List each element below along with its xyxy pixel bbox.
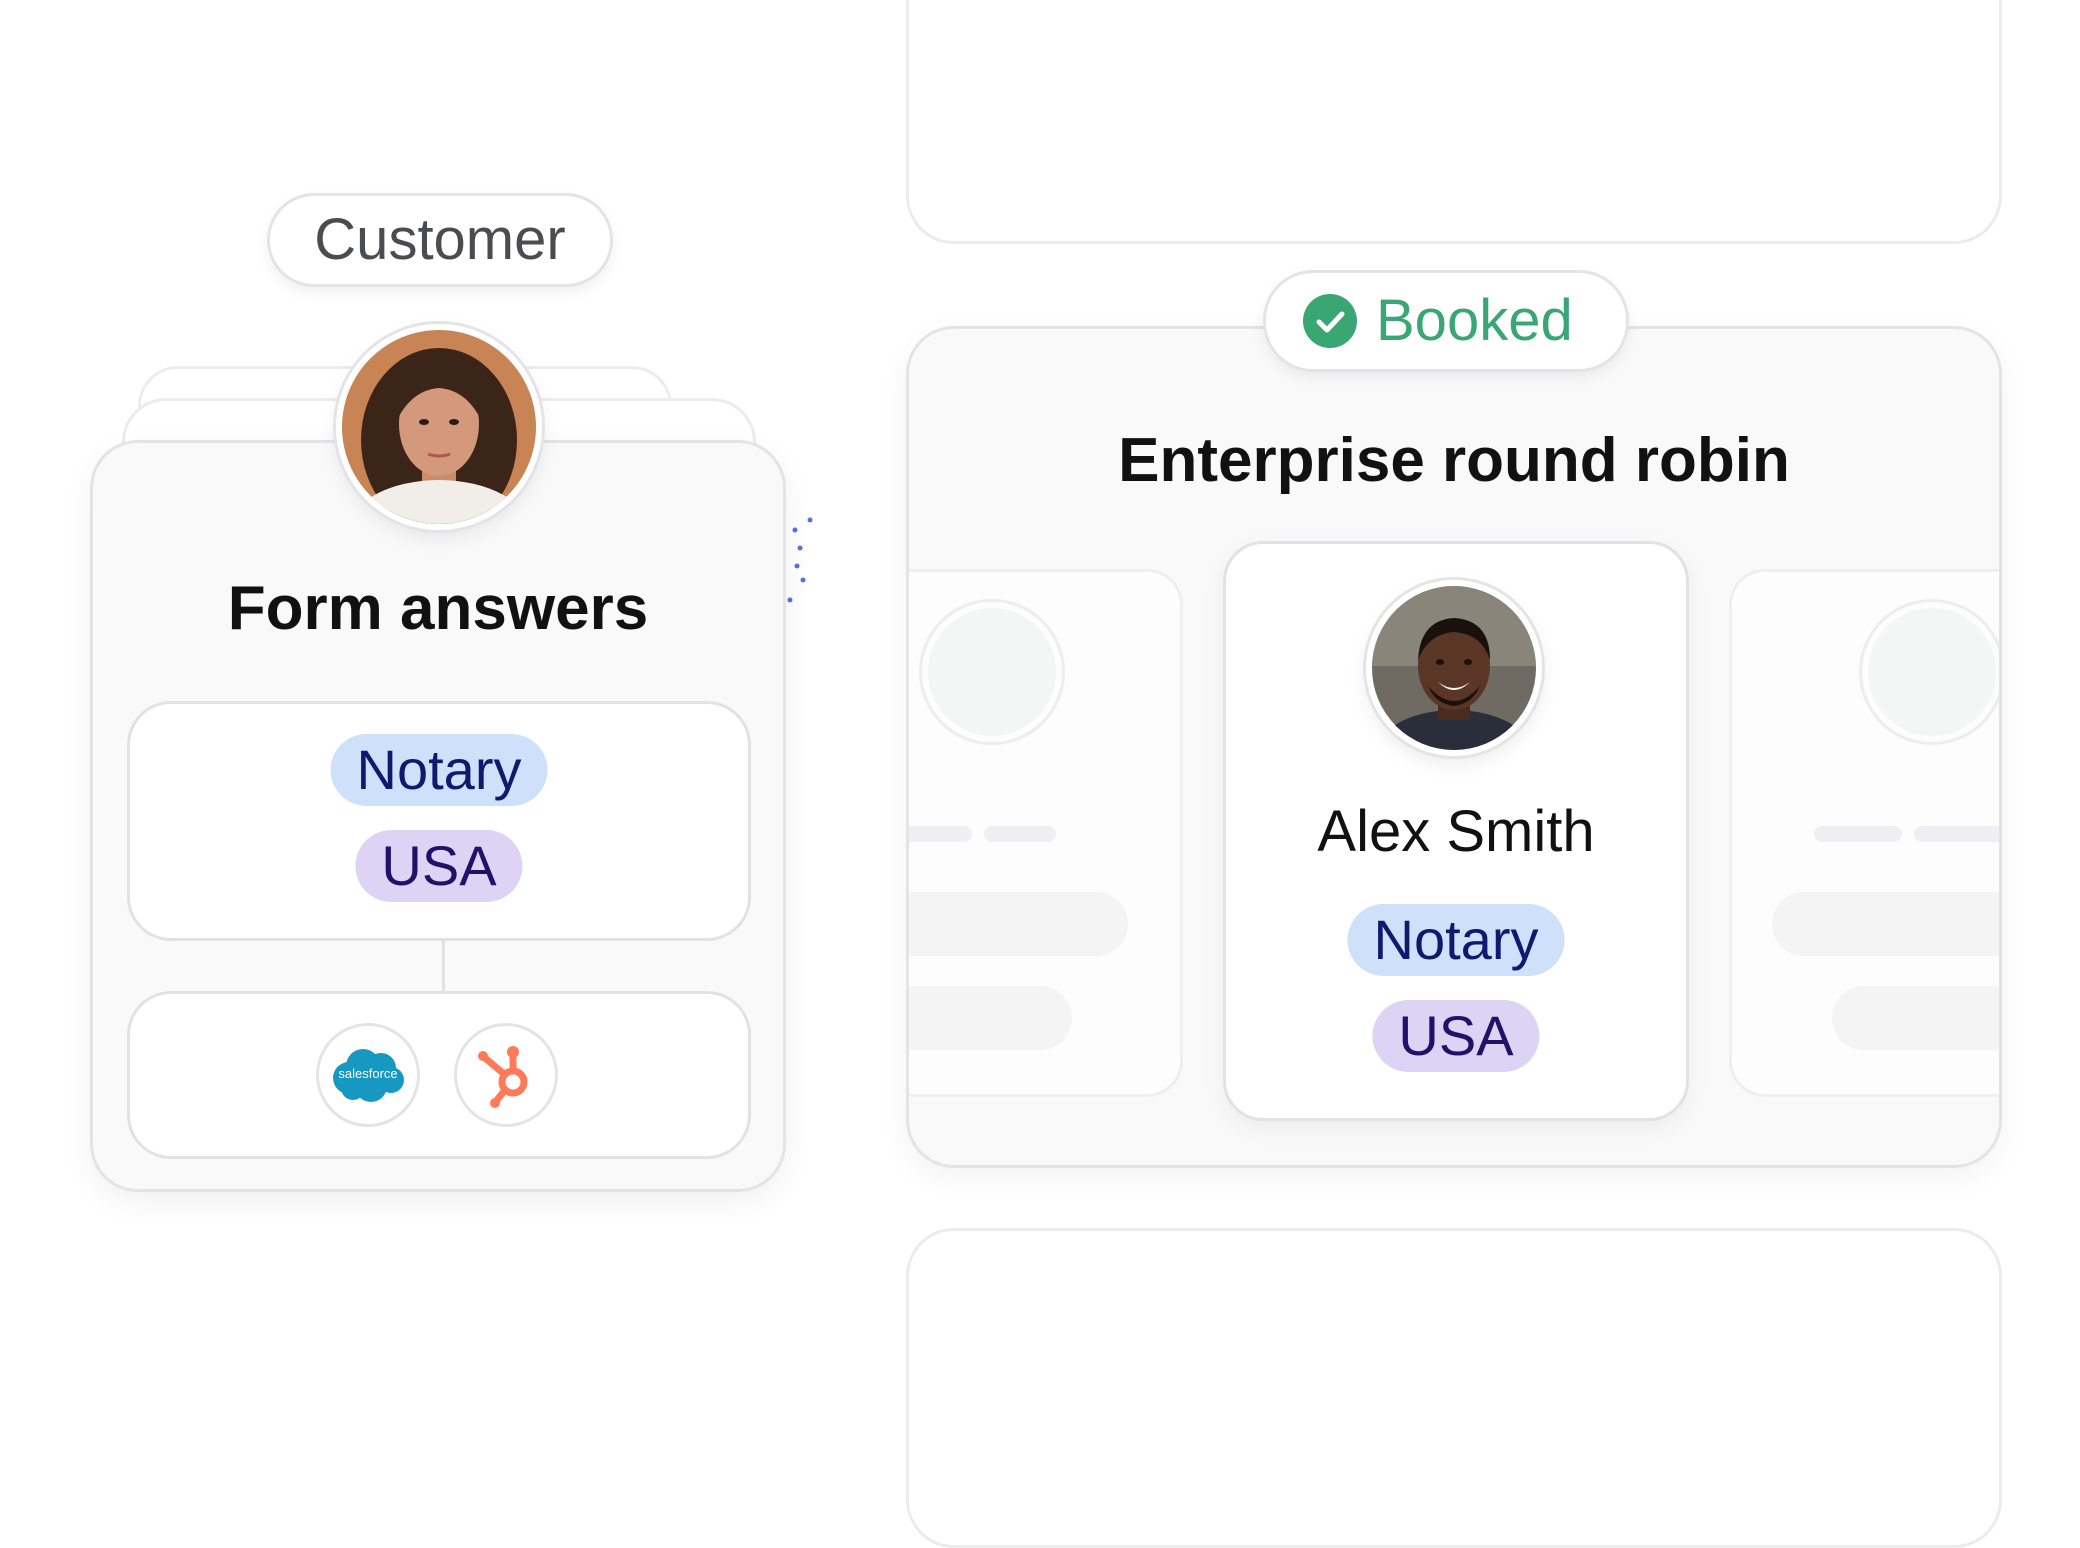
form-answers-card: Form answers Notary USA salesforce	[90, 440, 786, 1192]
salesforce-logo-text: salesforce	[338, 1066, 398, 1081]
customer-label: Customer	[314, 207, 566, 272]
integrations-panel: salesforce	[127, 991, 751, 1159]
panel-connector	[442, 941, 445, 993]
round-robin-title: Enterprise round robin	[1118, 426, 1790, 495]
skeleton-block	[909, 986, 1072, 1050]
skeleton-line	[1914, 826, 1999, 842]
member-photo	[1372, 586, 1536, 750]
skeleton-block	[1832, 986, 1999, 1050]
customer-avatar	[336, 324, 542, 530]
ghost-card-top	[906, 0, 2002, 244]
ghost-avatar	[922, 602, 1062, 742]
customer-label-pill: Customer	[267, 193, 613, 287]
tag-notary: Notary	[330, 734, 548, 806]
member-card-ghost-right	[1729, 569, 1999, 1097]
salesforce-cloud-icon	[333, 1049, 404, 1102]
ghost-avatar	[1862, 602, 1999, 742]
skeleton-line	[909, 826, 972, 842]
member-card-selected[interactable]: Alex Smith Notary USA	[1223, 541, 1689, 1121]
hubspot-logo[interactable]	[454, 1023, 558, 1127]
member-tag-notary: Notary	[1347, 904, 1565, 976]
member-name: Alex Smith	[1317, 799, 1595, 864]
booked-label: Booked	[1376, 288, 1573, 353]
check-circle-icon	[1303, 294, 1357, 348]
hubspot-sprocket-icon	[478, 1046, 528, 1108]
customer-photo	[342, 330, 536, 524]
form-answers-title: Form answers	[227, 574, 649, 643]
salesforce-logo[interactable]: salesforce	[316, 1023, 420, 1127]
form-answers-panel: Notary USA	[127, 701, 751, 941]
round-robin-card: Enterprise round robin Alex Smith Notary…	[906, 326, 2002, 1168]
booked-status-badge: Booked	[1263, 270, 1629, 372]
member-tag-usa: USA	[1372, 1000, 1540, 1072]
skeleton-line	[1814, 826, 1902, 842]
member-card-ghost-left	[909, 569, 1183, 1097]
skeleton-block	[909, 892, 1128, 956]
member-avatar	[1366, 580, 1542, 756]
skeleton-line	[984, 826, 1056, 842]
tag-usa: USA	[355, 830, 523, 902]
ghost-card-bottom	[906, 1228, 2002, 1548]
skeleton-block	[1772, 892, 1999, 956]
